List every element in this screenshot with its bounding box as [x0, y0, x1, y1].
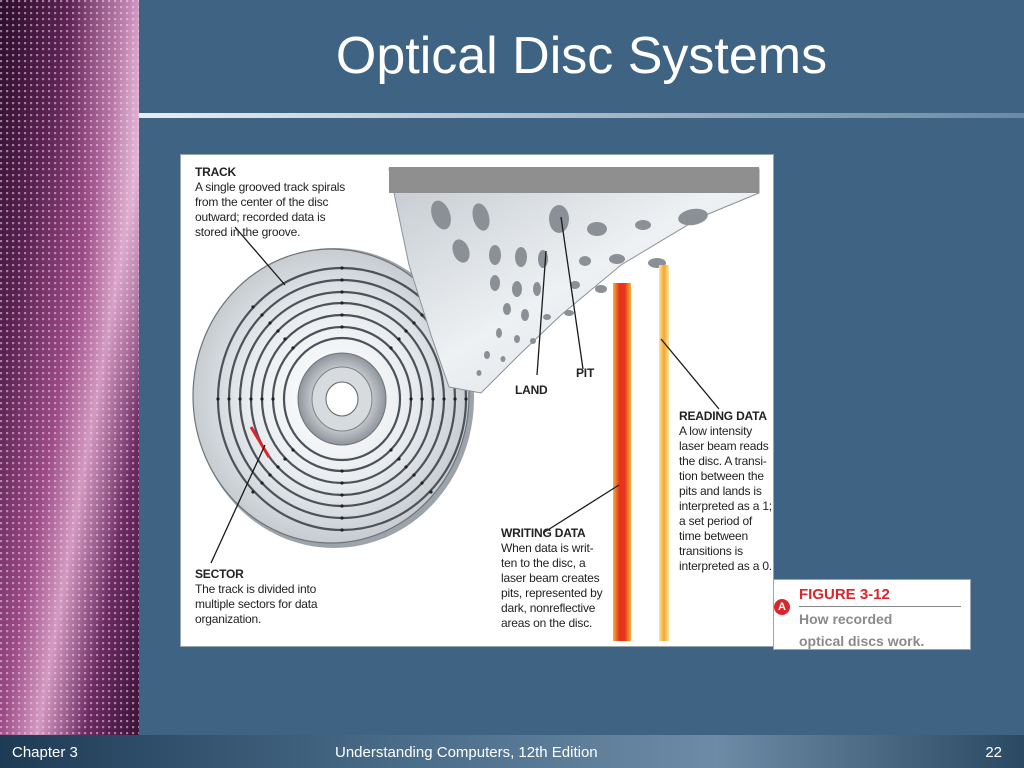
reading-data-heading: READING DATA — [679, 409, 767, 423]
land-label: LAND — [515, 383, 548, 398]
sector-label: SECTOR The track is divided into multipl… — [195, 567, 318, 627]
track-label-heading: TRACK — [195, 165, 236, 179]
land-label-heading: LAND — [515, 383, 548, 397]
slide-title: Optical Disc Systems — [335, 27, 828, 85]
disc-illustration — [192, 167, 760, 641]
writing-data-body: When data is writ- ten to the disc, a la… — [501, 541, 603, 630]
footer-book-title: Understanding Computers, 12th Edition — [335, 744, 598, 761]
online-resource-icon: A — [774, 599, 790, 615]
optical-disc-figure: TRACK A single grooved track spirals fro… — [180, 154, 774, 647]
reading-laser-beam — [659, 265, 669, 641]
decorative-swoosh — [0, 0, 139, 735]
writing-data-heading: WRITING DATA — [501, 526, 586, 540]
pit-label-heading: PIT — [576, 366, 595, 380]
slide-number: 22 — [985, 744, 1002, 761]
figure-number: FIGURE 3-12 — [799, 586, 890, 603]
track-bits — [216, 266, 468, 532]
track-label-body: A single grooved track spirals from the … — [195, 180, 346, 239]
disc-surface-closeup — [388, 167, 760, 394]
footer-chapter: Chapter 3 — [12, 744, 78, 761]
caption-text: How recorded optical discs work. — [799, 611, 925, 649]
track-label: TRACK A single grooved track spirals fro… — [195, 165, 345, 240]
caption-divider — [799, 606, 961, 607]
disc — [192, 248, 474, 548]
leader-lines — [210, 216, 720, 564]
slide-footer: Chapter 3 Understanding Computers, 12th … — [0, 735, 1024, 768]
writing-data-label: WRITING DATA When data is writ- ten to t… — [501, 526, 603, 631]
writing-laser-beam — [613, 283, 631, 641]
reading-data-body: A low intensity laser beam reads the dis… — [679, 424, 772, 573]
title-divider — [139, 113, 1024, 118]
reading-data-label: READING DATA A low intensity laser beam … — [679, 409, 772, 574]
sector-label-heading: SECTOR — [195, 567, 244, 581]
pit-label: PIT — [576, 366, 594, 381]
sector-label-body: The track is divided into multiple secto… — [195, 582, 318, 626]
figure-caption: A FIGURE 3-12 How recorded optical discs… — [773, 579, 971, 650]
